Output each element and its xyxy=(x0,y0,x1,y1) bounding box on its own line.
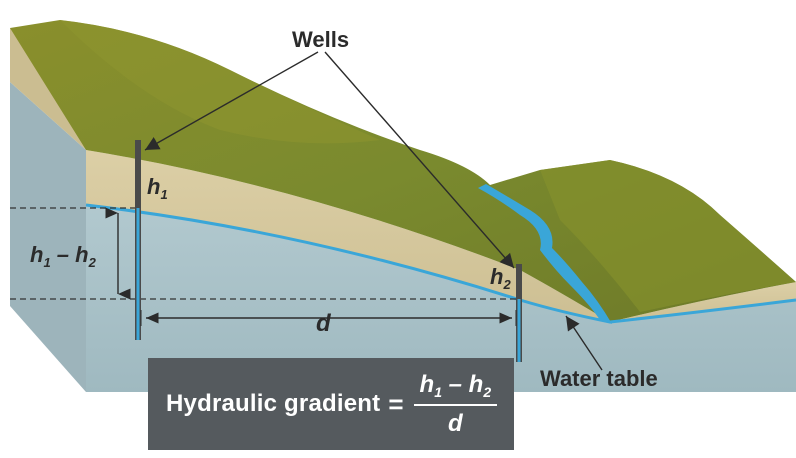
num-sub1: 1 xyxy=(434,383,442,400)
wells-leader-2 xyxy=(324,51,515,269)
diff-h2: h xyxy=(75,242,88,267)
grass-shading xyxy=(60,20,380,144)
h2-label-sub: 2 xyxy=(502,277,511,292)
h1-label-sub: 1 xyxy=(160,187,167,202)
diff-sub1: 1 xyxy=(43,255,50,270)
wells-leader-1 xyxy=(144,51,319,151)
h-difference-label: h1 – h2 xyxy=(30,242,97,270)
num-minus: – xyxy=(441,370,469,398)
num-h1: h xyxy=(419,370,435,398)
formula-equals: = xyxy=(388,388,404,419)
num-sub2: 2 xyxy=(483,383,492,400)
diff-sub2: 2 xyxy=(88,255,97,270)
formula-fraction: h1 – h2 d xyxy=(413,370,498,438)
hill-right xyxy=(540,160,796,312)
well-2-water xyxy=(517,299,521,362)
block-left-face xyxy=(10,82,86,392)
water-table-label: Water table xyxy=(540,366,658,391)
groundwater-front xyxy=(86,200,796,392)
water-table-leader xyxy=(565,315,603,371)
h1-label-h: h xyxy=(147,174,160,199)
well-1-water xyxy=(136,208,140,340)
soil-right-strip xyxy=(610,282,796,322)
wells-label: Wells xyxy=(292,27,349,52)
water-table-line xyxy=(85,203,796,324)
num-h2: h xyxy=(468,370,484,398)
d-label: d xyxy=(316,310,332,337)
formula-numerator: h1 – h2 xyxy=(413,370,498,406)
h1-label: h1 xyxy=(147,174,168,202)
formula-label: Hydraulic gradient xyxy=(166,390,381,417)
soil-front xyxy=(86,150,610,322)
formula-denominator: d xyxy=(447,409,463,437)
h2-label-h: h xyxy=(490,264,503,289)
stream xyxy=(478,184,612,324)
formula-box: Hydraulic gradient = h1 – h2 d xyxy=(148,358,514,450)
diff-minus: – xyxy=(51,242,75,267)
h2-label: h2 xyxy=(490,264,511,292)
diff-h1: h xyxy=(30,242,43,267)
